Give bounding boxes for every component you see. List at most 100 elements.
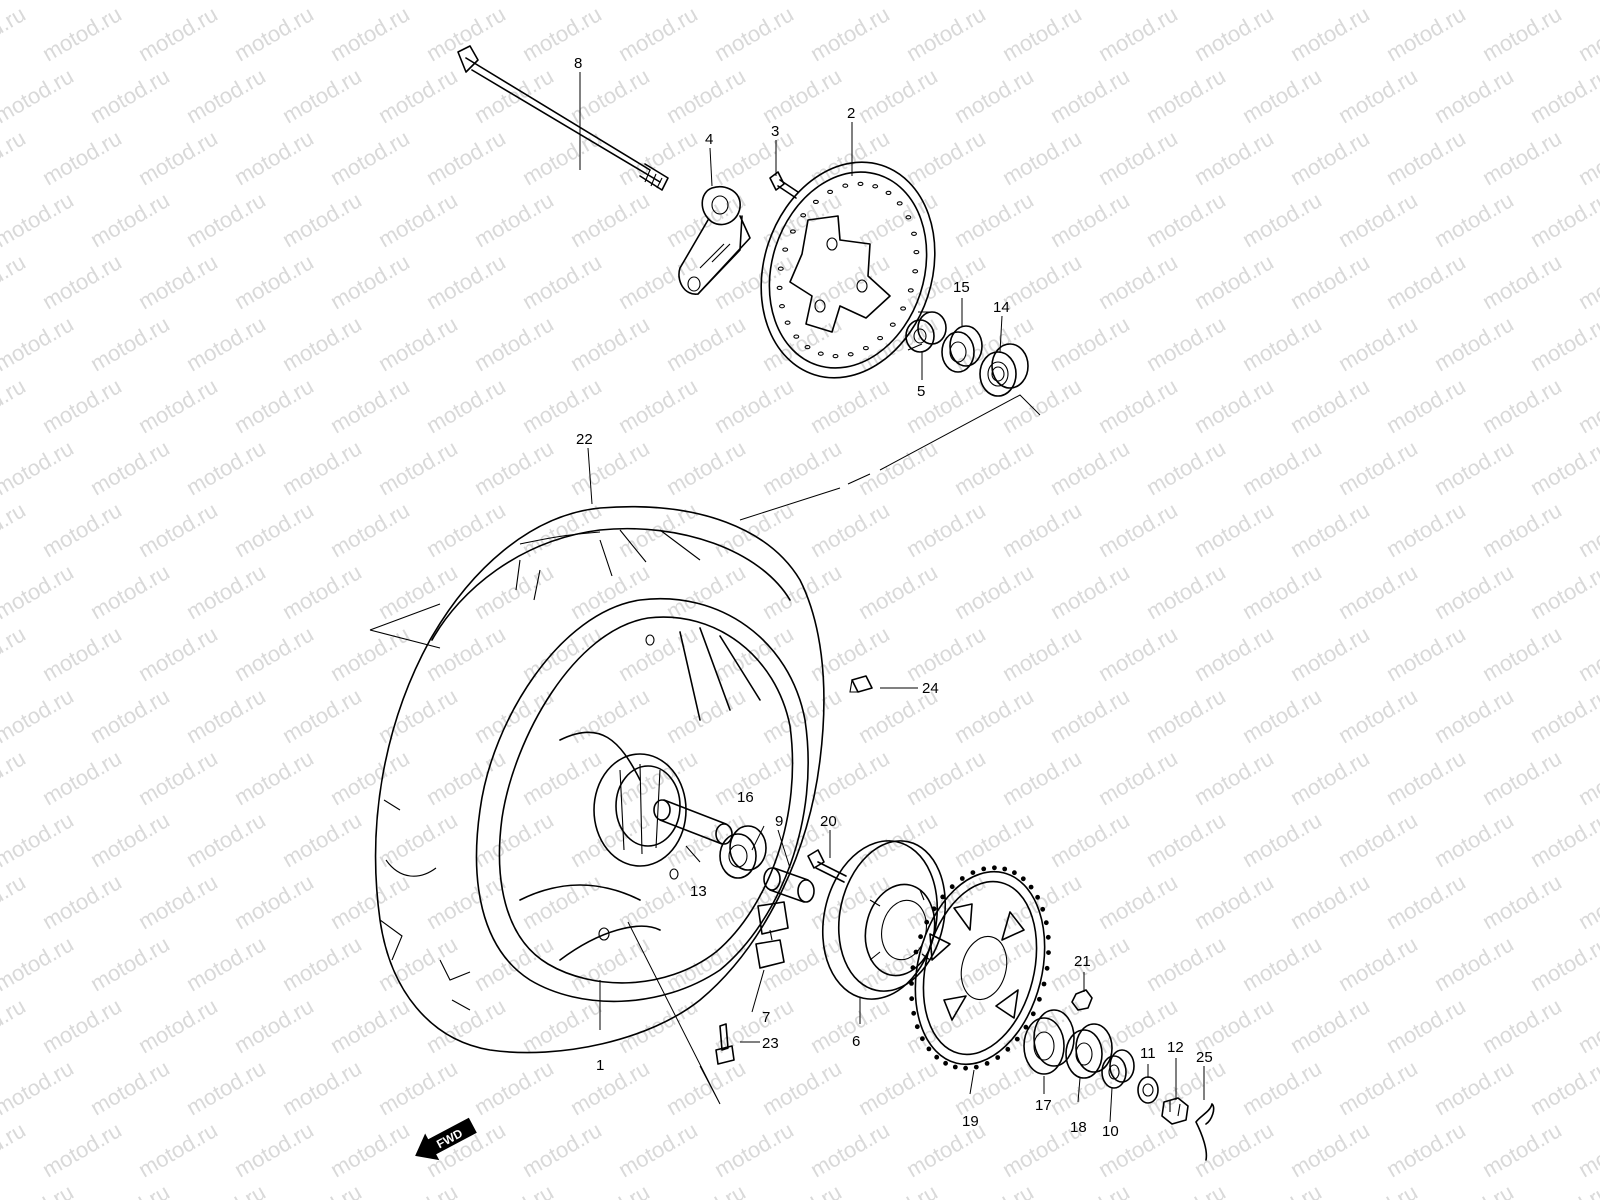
sprocket-tooth [931,906,937,912]
callout-23: 23 [762,1035,779,1052]
disc-hole [793,334,800,339]
sprocket-bolt-part [807,849,847,883]
drum-spacer-part [1101,1049,1135,1089]
disc-hole [847,352,854,357]
sprocket-tooth [910,965,916,971]
drum-oil-seal-part [1065,1023,1113,1079]
callout-2: 2 [847,105,855,122]
disc-hole [907,288,914,293]
disc-hole [812,199,819,205]
sprocket-tooth [1035,894,1040,900]
callout-14: 14 [993,299,1010,316]
callout-10: 10 [1102,1123,1119,1140]
sprocket-tooth [1020,876,1026,882]
callout-18: 18 [1070,1119,1087,1136]
callout-20: 20 [820,813,837,830]
sprocket-tooth [940,894,946,900]
sprocket-tooth [1040,906,1046,912]
disc-hole [900,306,907,311]
sprocket-tooth [913,949,919,955]
castle-nut-part [1161,1097,1189,1125]
balance-weight-part [849,675,873,693]
disc-hole [911,231,917,236]
tire-part [369,505,825,1054]
disc-hole [817,351,824,356]
sprocket-tooth [973,1064,979,1070]
callout-3: 3 [771,123,779,140]
spacer-part [653,799,733,845]
cotter-pin-part [1195,1103,1215,1161]
sprocket-tooth [1046,950,1051,955]
sprocket-tooth [1045,934,1051,940]
sprocket-nut-part [1071,989,1093,1011]
callout-24: 24 [922,680,939,697]
valve-part [715,1023,735,1065]
disc-hole [885,190,892,196]
disc-hole [784,320,791,325]
sprocket-tooth [1037,996,1042,1002]
sprocket-tooth [970,870,976,875]
disc-hole [779,304,785,309]
disc-hole [804,344,811,350]
sprocket-tooth [911,1010,917,1016]
sprocket-tooth [949,884,955,890]
wheel-rim-part [475,598,809,1003]
sprocket-tooth [1043,920,1049,926]
callout-25: 25 [1196,1049,1213,1066]
disc-hole [832,353,839,359]
disc-hole [782,247,789,252]
sprocket-tooth [909,981,914,986]
sprocket-tooth [934,1054,940,1060]
sprocket-tooth [920,1036,925,1042]
bolt-part [769,171,799,199]
sprocket-tooth [984,1061,990,1066]
bearing-part [979,343,1029,397]
sprocket-tooth [1028,884,1034,890]
disc-hole [913,249,920,255]
callout-labels: 8 4 3 2 15 14 5 22 24 16 9 20 13 21 7 6 … [574,55,1213,1140]
callout-21: 21 [1074,953,1091,970]
disc-hole [905,215,912,220]
caliper-bracket-part [678,186,751,295]
disc-hole [912,269,919,274]
disc-hole [777,266,784,271]
disc-hole [896,201,903,206]
sprocket-tooth [909,996,915,1002]
disc-hole [857,181,864,187]
sprocket-tooth [924,919,930,925]
sprocket-tooth [1014,1036,1020,1042]
disc-hole [862,345,869,351]
leader-lines [579,72,1205,1123]
sprocket-tooth [1041,981,1047,987]
sprocket-tooth [981,866,987,872]
sleeve-part [763,867,815,903]
callout-4: 4 [705,131,713,148]
disc-hole [776,285,783,291]
sprocket-tooth [1023,1024,1029,1030]
sprocket-tooth [1030,1011,1036,1017]
callout-8: 8 [574,55,582,72]
brake-disc-part [760,161,936,379]
collar-part [905,311,947,353]
sprocket-tooth [926,1046,932,1052]
sprocket-tooth [1005,1046,1011,1052]
sprocket-part [909,865,1051,1071]
callout-1: 1 [596,1057,604,1074]
sprocket-tooth [992,865,997,871]
hub-bearing-part [719,825,767,879]
callout-7: 7 [762,1009,770,1026]
sprocket-tooth [918,934,923,940]
sprocket-tooth [995,1055,1001,1060]
sprocket-tooth [1044,965,1050,971]
callout-13: 13 [690,883,707,900]
disc-hole [842,183,849,188]
sprocket-tooth [952,1064,958,1070]
callout-16: 16 [737,789,754,806]
sprocket-tooth [914,1024,920,1030]
disc-hole [877,335,884,341]
sprocket-tooth [1002,866,1008,872]
callout-11: 11 [1140,1045,1156,1062]
disc-hole [789,229,796,234]
callout-5: 5 [917,383,925,400]
oil-seal-part [941,325,983,373]
